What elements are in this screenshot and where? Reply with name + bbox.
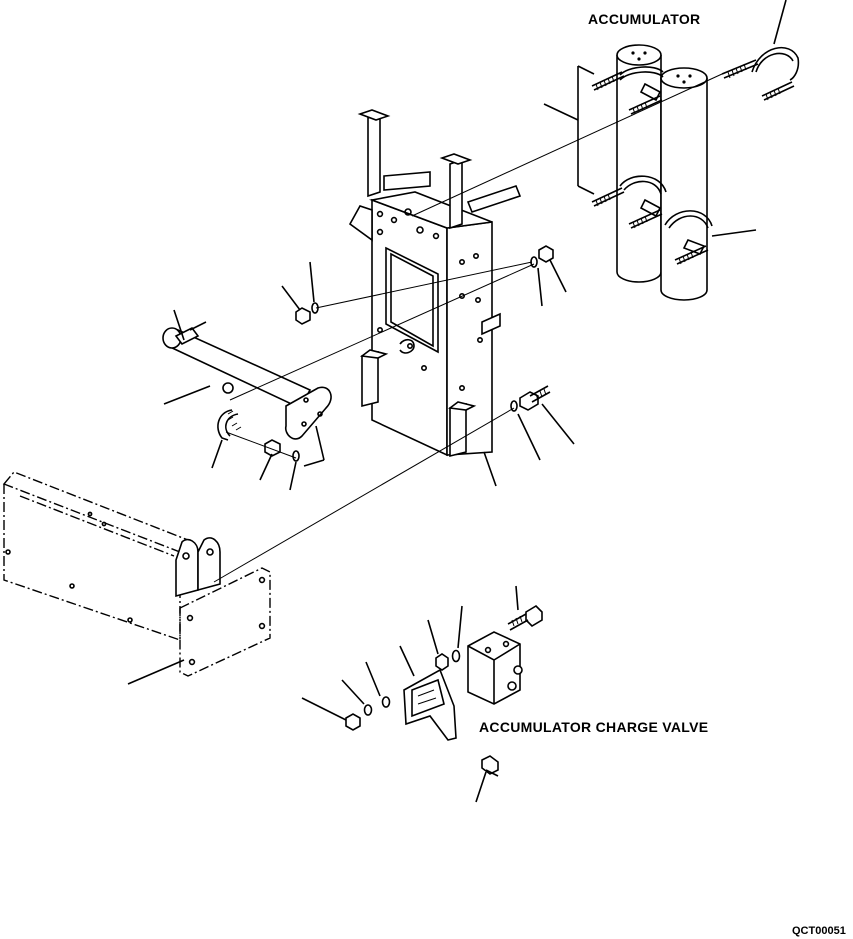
washer-bracket-1: [381, 696, 391, 708]
nut-frame-right: [538, 245, 554, 263]
accumulator-label: ACCUMULATOR: [588, 11, 701, 27]
frame-block-left: [361, 350, 379, 408]
u-bolt: [217, 409, 233, 441]
frame-upright-left: [367, 112, 381, 198]
leader-lines: [127, 0, 787, 803]
accumulator-cylinder-front: [660, 78, 708, 301]
frame-tab-top: [466, 185, 522, 213]
drawing-code: QCT00051: [792, 925, 846, 937]
bolt-frame-right: [519, 385, 551, 411]
clamp-bracket-upper: [639, 82, 662, 102]
charge-valve-assembly: [345, 604, 543, 777]
accumulator-top-front: [660, 67, 708, 89]
frame-block-right: [449, 402, 467, 458]
accumulator-cylinder-rear: [616, 55, 662, 283]
nut-valve: [435, 653, 449, 671]
band-clamp-upper: [751, 47, 800, 81]
frame-window: [385, 246, 439, 354]
accumulator-top-rear: [616, 44, 662, 66]
nut-bracket: [345, 713, 361, 731]
charge-valve-label: ACCUMULATOR CHARGE VALVE: [479, 719, 709, 735]
band-clamp-middle: [619, 175, 667, 193]
u-bolt-thread-4: [761, 81, 795, 101]
mounting-frame: [348, 109, 522, 458]
accumulator-assembly: [577, 44, 800, 301]
washer-shaft: [292, 450, 300, 462]
frame-lug: [175, 538, 199, 598]
washer-bracket-2: [363, 704, 373, 716]
u-bolt-thread-1: [591, 71, 625, 91]
u-bolt-thread-3: [721, 59, 759, 79]
u-bolt-thread-7: [674, 245, 709, 265]
washer-valve: [451, 649, 461, 663]
nut-frame-left: [295, 307, 311, 325]
pivot-shaft-assembly: [162, 321, 332, 462]
u-bolt-thread-6: [628, 209, 663, 229]
fasteners-frame: [295, 245, 554, 412]
chassis-frame-phantom: [2, 471, 271, 677]
shaft-flange-plate: [284, 386, 332, 440]
u-bolt-thread-5: [591, 187, 625, 207]
band-clamp-lower: [664, 210, 713, 227]
assembly-centerlines: [213, 73, 723, 583]
nut-shaft: [264, 439, 281, 457]
mount-plate-phantom: [179, 567, 271, 677]
u-bolt-thread-2: [628, 95, 663, 115]
bolt-valve-bottom: [481, 755, 499, 777]
frame-holes: [376, 208, 483, 391]
bolt-valve-top: [507, 604, 543, 631]
